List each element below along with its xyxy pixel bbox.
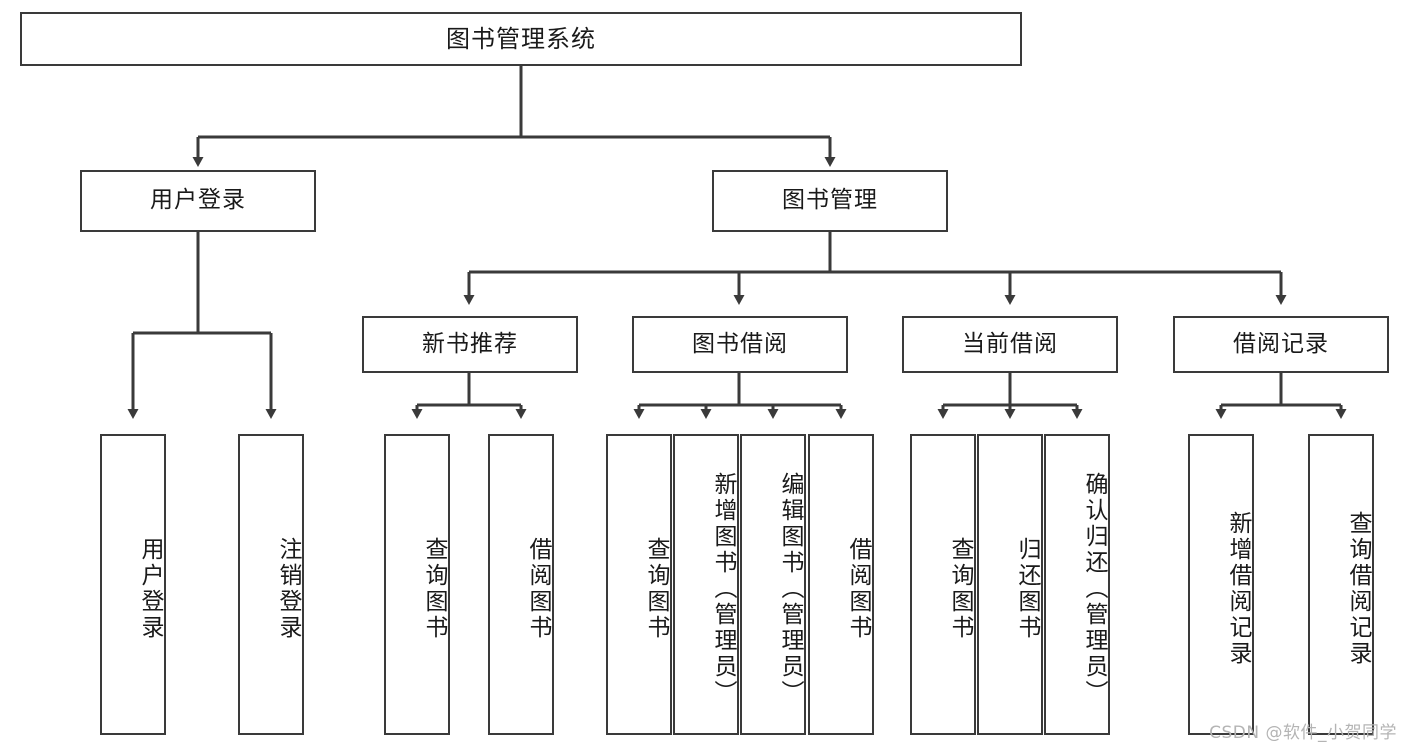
node-label: 借阅图书 bbox=[845, 536, 871, 641]
node-label: 归还图书 bbox=[1014, 536, 1040, 641]
node-label: 确认归还（管理员） bbox=[1081, 471, 1107, 706]
node-label: 图书借阅 bbox=[692, 330, 788, 357]
node-label: 图书管理 bbox=[782, 187, 878, 214]
leaf-book-borrow-add[interactable]: 新增图书（管理员） bbox=[673, 434, 739, 735]
node-current-borrow[interactable]: 当前借阅 bbox=[902, 316, 1118, 373]
node-label: 借阅图书 bbox=[525, 536, 551, 641]
node-label: 用户登录 bbox=[150, 187, 246, 214]
node-label: 图书管理系统 bbox=[446, 24, 596, 53]
node-label: 新增借阅记录 bbox=[1225, 510, 1251, 667]
node-label: 新增图书（管理员） bbox=[710, 471, 736, 706]
node-label: 新书推荐 bbox=[422, 330, 518, 357]
leaf-new-book-query[interactable]: 查询图书 bbox=[384, 434, 450, 735]
node-borrow-record[interactable]: 借阅记录 bbox=[1173, 316, 1389, 373]
node-label: 当前借阅 bbox=[962, 330, 1058, 357]
node-book-management[interactable]: 图书管理 bbox=[712, 170, 948, 232]
csdn-watermark: CSDN @软件_小贺同学 bbox=[1209, 723, 1397, 743]
node-book-borrow[interactable]: 图书借阅 bbox=[632, 316, 848, 373]
node-label: 查询图书 bbox=[643, 536, 669, 641]
leaf-book-borrow-edit[interactable]: 编辑图书（管理员） bbox=[740, 434, 806, 735]
leaf-user-login-signout[interactable]: 注销登录 bbox=[238, 434, 304, 735]
leaf-current-borrow-query[interactable]: 查询图书 bbox=[910, 434, 976, 735]
node-label: 编辑图书（管理员） bbox=[777, 471, 803, 706]
node-new-book-recommend[interactable]: 新书推荐 bbox=[362, 316, 578, 373]
leaf-current-borrow-confirm-return[interactable]: 确认归还（管理员） bbox=[1044, 434, 1110, 735]
node-user-login[interactable]: 用户登录 bbox=[80, 170, 316, 232]
node-label: 用户登录 bbox=[137, 536, 163, 641]
node-label: 查询借阅记录 bbox=[1345, 510, 1371, 667]
node-root-library-system[interactable]: 图书管理系统 bbox=[20, 12, 1022, 66]
leaf-new-book-borrow[interactable]: 借阅图书 bbox=[488, 434, 554, 735]
leaf-book-borrow-lend[interactable]: 借阅图书 bbox=[808, 434, 874, 735]
leaf-borrow-record-query[interactable]: 查询借阅记录 bbox=[1308, 434, 1374, 735]
node-label: 注销登录 bbox=[275, 536, 301, 641]
node-label: 查询图书 bbox=[947, 536, 973, 641]
node-label: 借阅记录 bbox=[1233, 330, 1329, 357]
leaf-borrow-record-add[interactable]: 新增借阅记录 bbox=[1188, 434, 1254, 735]
leaf-current-borrow-return[interactable]: 归还图书 bbox=[977, 434, 1043, 735]
leaf-book-borrow-query[interactable]: 查询图书 bbox=[606, 434, 672, 735]
node-label: 查询图书 bbox=[421, 536, 447, 641]
leaf-user-login-signin[interactable]: 用户登录 bbox=[100, 434, 166, 735]
